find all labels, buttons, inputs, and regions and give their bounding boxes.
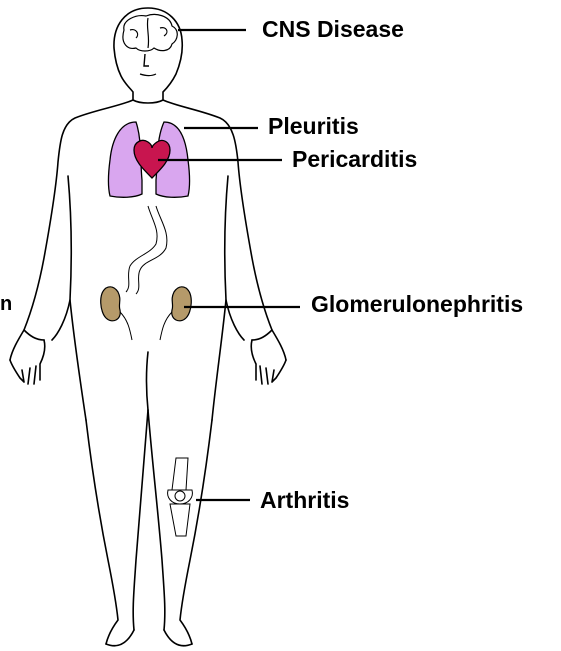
leader-lines bbox=[158, 30, 300, 500]
label-pericarditis: Pericarditis bbox=[292, 148, 417, 171]
knee-joint-icon bbox=[168, 458, 193, 536]
gut-icon bbox=[126, 206, 167, 294]
label-cns-disease: CNS Disease bbox=[262, 18, 404, 41]
label-arthritis: Arthritis bbox=[260, 489, 349, 512]
kidneys-icon bbox=[101, 287, 192, 321]
label-pleuritis: Pleuritis bbox=[268, 115, 359, 138]
brain-icon bbox=[123, 14, 177, 75]
body-outline bbox=[10, 8, 286, 646]
ureters bbox=[120, 312, 172, 340]
label-glomerulonephritis: Glomerulonephritis bbox=[311, 293, 523, 316]
edge-text-fragment: n bbox=[0, 294, 12, 314]
